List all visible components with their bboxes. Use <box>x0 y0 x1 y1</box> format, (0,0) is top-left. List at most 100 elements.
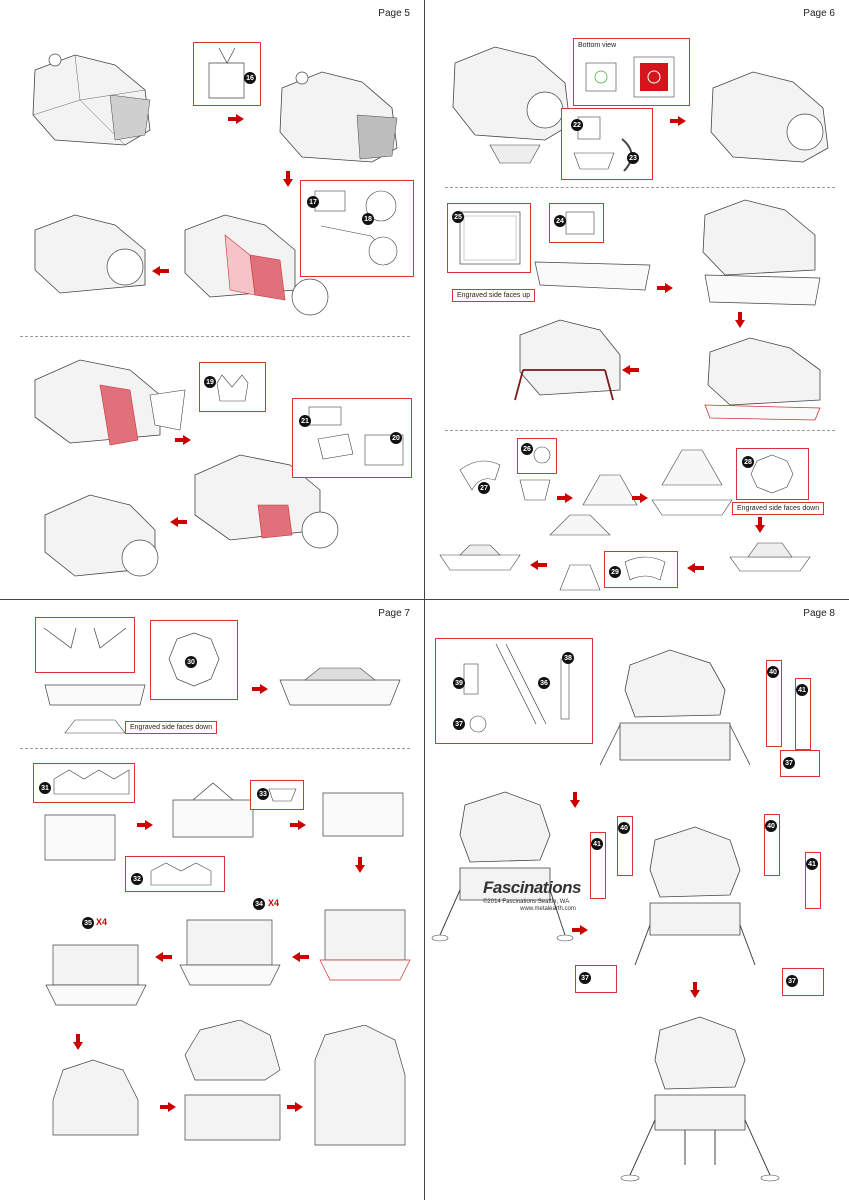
arrow-left-icon <box>152 266 169 276</box>
step-number: 40 <box>618 822 630 834</box>
arrow-right-icon <box>632 493 648 503</box>
website-link[interactable]: www.metalearth.com <box>520 906 576 912</box>
arrow-right-icon <box>228 114 244 124</box>
arrow-left-icon <box>687 563 704 573</box>
step-number: 34 <box>253 898 265 910</box>
step-number: 37 <box>453 718 465 730</box>
arrow-left-icon <box>292 952 309 962</box>
descent-stage-illustration <box>44 684 146 734</box>
arrow-right-icon <box>670 116 686 126</box>
step-number: 37 <box>786 975 798 987</box>
octagon-walls-illustration <box>322 792 404 837</box>
arrow-left-icon <box>170 517 187 527</box>
lander-illustration <box>32 53 151 146</box>
engraved-up-callout: Engraved side faces up <box>452 289 536 302</box>
step-number: 16 <box>244 72 256 84</box>
step-number: 32 <box>131 873 143 885</box>
step-number: 28 <box>742 456 754 468</box>
cone-illustration <box>582 474 638 506</box>
arrow-right-icon <box>287 1102 303 1112</box>
part-41-box <box>795 678 811 750</box>
lander-illustration <box>704 337 821 421</box>
page-8: Page 8 39 38 36 37 40 41 37 41 40 37 40 … <box>425 600 849 1200</box>
part-19-box <box>199 362 266 412</box>
bottom-view-label: Bottom view <box>578 42 617 49</box>
lander-illustration <box>184 1020 281 1141</box>
step-number: 25 <box>452 211 464 223</box>
step-number: 24 <box>554 215 566 227</box>
step-number: 31 <box>39 782 51 794</box>
quantity-label: X4 <box>96 917 108 927</box>
step-number: 18 <box>362 213 374 225</box>
step-number: 37 <box>783 757 795 769</box>
arrow-left-icon <box>530 560 547 570</box>
lander-illustration <box>34 359 186 446</box>
descent-stage-illustration <box>52 1059 139 1136</box>
part-32-box <box>125 856 225 892</box>
lander-illustration <box>514 319 621 401</box>
step-number: 29 <box>609 566 621 578</box>
arrow-left-icon <box>622 365 639 375</box>
step-number: 41 <box>591 838 603 850</box>
step-number: 41 <box>796 684 808 696</box>
cone-assembly-illustration <box>549 514 611 591</box>
lander-illustration <box>600 649 750 766</box>
step-number: 40 <box>767 666 779 678</box>
arrow-right-icon <box>557 493 573 503</box>
arrow-right-icon <box>252 684 268 694</box>
descent-stage-illustration <box>279 667 401 706</box>
platform-illustration <box>534 261 651 291</box>
lander-illustration <box>34 214 146 294</box>
page-5: Page 5 16 17 18 19 <box>0 0 424 600</box>
octagon-walls-illustration <box>44 814 116 861</box>
step-number: 30 <box>185 656 197 668</box>
parts-22-23-box <box>561 108 653 180</box>
page-label: Page 5 <box>378 8 410 19</box>
arrow-right-icon <box>290 820 306 830</box>
step-number: 20 <box>390 432 402 444</box>
bottom-view-box: Bottom view <box>573 38 690 106</box>
brand-logo: Fascinations <box>483 878 581 897</box>
quantity-label: X4 <box>268 898 280 908</box>
lander-illustration <box>710 71 829 163</box>
arrow-down-icon <box>73 1034 83 1050</box>
arrow-right-icon <box>160 1102 176 1112</box>
cone-assembly-illustration <box>439 544 521 571</box>
parts-17-18-box <box>300 180 414 277</box>
step-number: 37 <box>579 972 591 984</box>
engraved-down-callout: Engraved side faces down <box>125 721 218 734</box>
brand-block: Fascinations ©2014 Fascinations Seattle,… <box>483 878 613 912</box>
page-label: Page 7 <box>378 608 410 619</box>
page-label: Page 8 <box>803 608 835 619</box>
page-label: Page 6 <box>803 8 835 19</box>
step-number: 40 <box>765 820 777 832</box>
lander-illustration <box>184 214 329 316</box>
copyright-text: ©2014 Fascinations Seattle, WA <box>483 899 570 905</box>
octagon-walls-illustration <box>172 782 254 838</box>
step-number: 36 <box>538 677 550 689</box>
arrow-down-icon <box>690 982 700 998</box>
step-number: 21 <box>299 415 311 427</box>
step-number: 27 <box>478 482 490 494</box>
engraved-down-callout: Engraved side faces down <box>732 502 825 515</box>
step-number: 41 <box>806 858 818 870</box>
lander-illustration <box>702 199 821 306</box>
page-7: Page 7 30 Engraved side faces down 31 33… <box>0 600 424 1200</box>
section-divider <box>445 430 835 431</box>
arrow-down-icon <box>283 171 293 187</box>
section-divider <box>20 748 410 749</box>
descent-stage-illustration <box>179 919 281 986</box>
lander-illustration <box>431 791 574 942</box>
lander-illustration <box>452 46 571 164</box>
arrow-right-icon <box>572 925 588 935</box>
lander-illustration <box>194 454 339 549</box>
cone-parts-illustration <box>459 460 551 501</box>
cone-illustration <box>651 449 733 516</box>
page-6: Page 6 Bottom view 22 23 25 24 Engraved … <box>425 0 849 600</box>
lander-illustration <box>314 1025 406 1146</box>
descent-stage-illustration <box>45 944 147 1006</box>
step-number: 39 <box>453 677 465 689</box>
arrow-down-icon <box>570 792 580 808</box>
step-number: 26 <box>521 443 533 455</box>
lander-illustration <box>44 494 159 577</box>
